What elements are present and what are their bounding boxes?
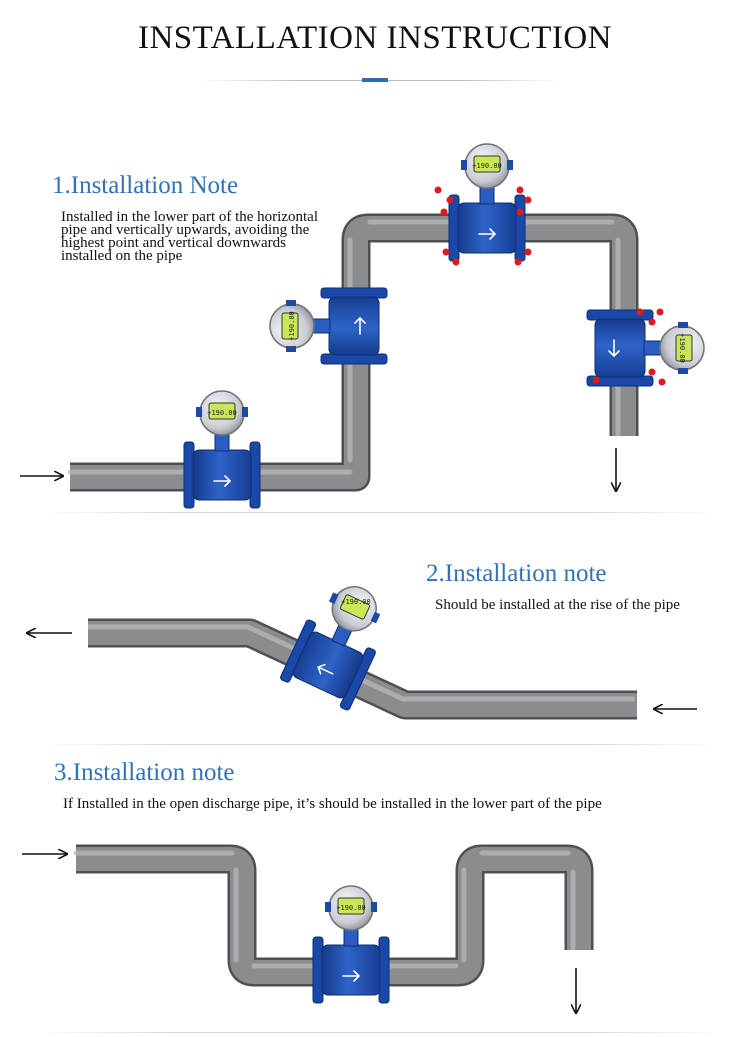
section-2-title: 2.Installation note: [426, 560, 607, 587]
meter-display: +190.00: [207, 409, 237, 417]
section-3-description: If Installed in the open discharge pipe,…: [63, 796, 602, 812]
flowmeter-highest-point: +190.00: [448, 143, 526, 262]
section-3-diagram: +190.00: [22, 844, 594, 1030]
title-accent-bar: [362, 78, 388, 82]
meter-display: +190.00: [472, 162, 502, 170]
section-1-description: Installed in the lower part of the horiz…: [61, 209, 318, 264]
section-divider: [40, 512, 720, 513]
warning-dot-icon: [434, 186, 532, 266]
section-1-title: 1.Installation Note: [52, 172, 239, 199]
section-1-diagram: +190.00 +190.00 +190.00 +190.00: [20, 143, 705, 509]
meter-display: +190.00: [288, 311, 296, 341]
page-title: INSTALLATION INSTRUCTION: [137, 20, 613, 56]
section-2-diagram: +190.00: [0, 572, 697, 720]
pipe-3: [73, 844, 594, 987]
section-3-title: 3.Installation note: [54, 759, 235, 786]
section-divider: [40, 1032, 720, 1033]
section-divider: [40, 744, 720, 745]
section-2-description: Should be installed at the rise of the p…: [435, 597, 680, 613]
meter-display: +190.00: [341, 598, 371, 606]
meter-display: +190.00: [678, 333, 686, 363]
warning-dot-icon: [592, 308, 666, 386]
flowmeter-lower-part: +190.00: [312, 885, 390, 1004]
flowmeter-vertical-up: +190.00: [269, 287, 388, 365]
flowmeter-vertical-down: +190.00: [586, 309, 705, 387]
flowmeter-horizontal: +190.00: [183, 390, 261, 509]
meter-display: +190.00: [336, 904, 366, 912]
